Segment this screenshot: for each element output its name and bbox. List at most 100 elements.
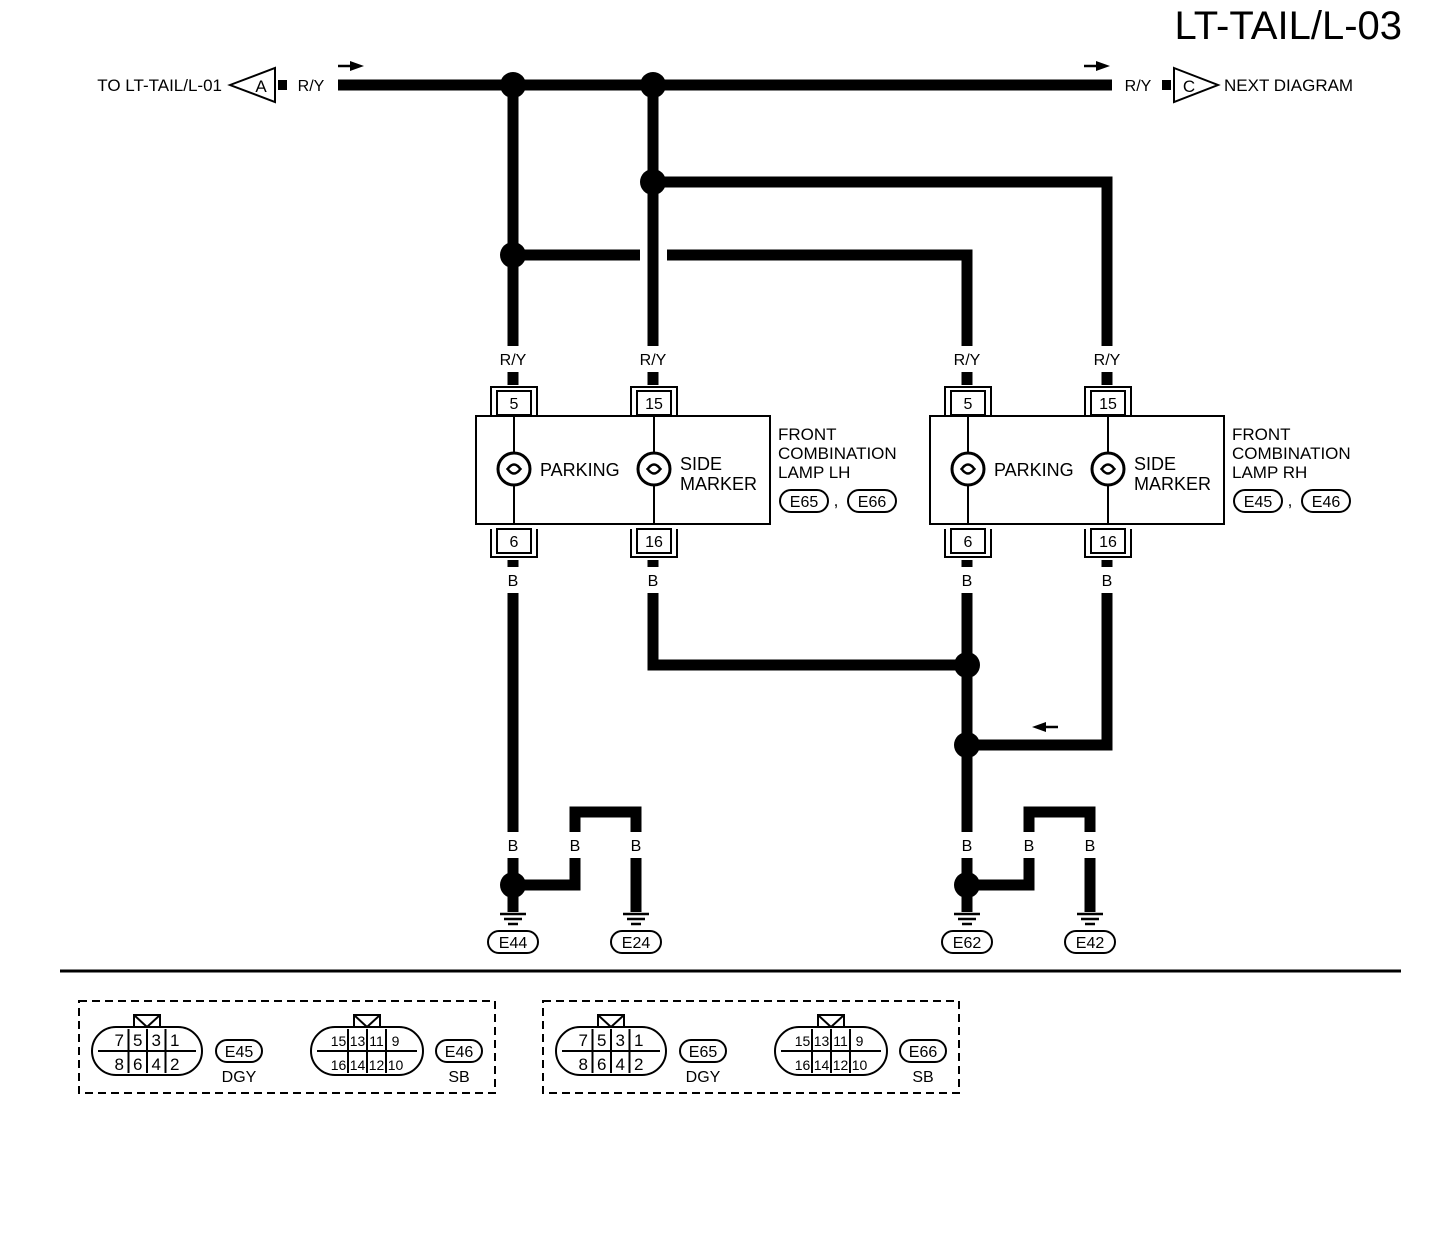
pin-number: 5 — [597, 1031, 606, 1050]
supply-wire-rh-side — [653, 176, 1113, 385]
connector-letter: A — [255, 77, 267, 96]
right-connector-text: NEXT DIAGRAM — [1224, 76, 1353, 95]
pin-number: 9 — [392, 1033, 400, 1049]
pin-box — [496, 528, 532, 554]
connector-id-badge — [435, 1039, 483, 1063]
splice-dot — [954, 652, 980, 678]
connector-key-icon — [597, 1014, 625, 1029]
connector-view-box — [78, 1000, 496, 1094]
wire-label-gap — [624, 832, 648, 858]
connector-id-label: E65 — [689, 1044, 718, 1061]
wire-color-label: B — [648, 573, 659, 590]
lamp-connector-badge — [779, 489, 829, 513]
lamp-bulb-icon — [950, 451, 986, 487]
connector-id-label: E42 — [1076, 935, 1105, 952]
pin-number: 12 — [833, 1057, 849, 1073]
connector-id-badge — [679, 1039, 727, 1063]
wire-label-gap — [1078, 832, 1102, 858]
side-marker-label: SIDE — [680, 454, 722, 474]
lamp-bulb-icon — [496, 451, 532, 487]
wire-label-gap — [641, 346, 665, 372]
connector-stub — [278, 80, 287, 90]
terminal-bracket — [944, 386, 992, 415]
connector-id-label: E66 — [909, 1044, 938, 1061]
ground-wire — [513, 806, 642, 912]
connector-key-icon — [353, 1014, 381, 1029]
connector-color-label: DGY — [686, 1069, 721, 1086]
lamp-bulb-icon — [636, 451, 672, 487]
splice-dot — [500, 242, 526, 268]
filament-icon — [1099, 463, 1117, 475]
wire-color-label: B — [1085, 838, 1096, 855]
connector-id-label: E66 — [858, 494, 887, 511]
front-combination-lamp-rh-name: FRONT — [1232, 425, 1291, 444]
wire-label-gap — [1095, 346, 1119, 372]
front-combination-lamp-lh-name: FRONT — [778, 425, 837, 444]
wire-label-gap — [955, 346, 979, 372]
filament-icon — [645, 463, 663, 475]
pin-number: 14 — [814, 1057, 830, 1073]
terminal-bracket — [1084, 529, 1132, 558]
off-page-connector-icon — [227, 66, 276, 104]
splice-dot — [954, 732, 980, 758]
wire-label-gap — [501, 832, 525, 858]
ground-point-badge — [941, 930, 993, 954]
separator: , — [834, 491, 839, 510]
diagram-title: LT-TAIL/L-03 — [1174, 4, 1403, 48]
pin-number: 16 — [331, 1057, 347, 1073]
terminal-bracket — [630, 529, 678, 558]
wire-color-label: R/Y — [640, 352, 667, 369]
pin-box — [636, 390, 672, 416]
splice-dot — [640, 72, 666, 98]
side-marker-label: MARKER — [1134, 474, 1211, 494]
front-combination-lamp-lh-name: COMBINATION — [778, 444, 897, 463]
connector-color-label: SB — [912, 1069, 933, 1086]
wire-label-gap — [1095, 567, 1119, 593]
connector-view-box — [542, 1000, 960, 1094]
pin-number: 6 — [597, 1055, 606, 1074]
connector-key-tab — [133, 1014, 161, 1028]
connector-id-label: E46 — [445, 1044, 474, 1061]
parking-lamp-label: PARKING — [994, 460, 1074, 480]
separator: , — [1288, 491, 1293, 510]
terminal-bracket — [490, 386, 538, 415]
pin-number: 6 — [964, 534, 973, 551]
front-combination-lamp-rh-name: COMBINATION — [1232, 444, 1351, 463]
supply-wire-rh-parking — [667, 249, 973, 385]
ground-wire — [967, 806, 1096, 912]
connector-key-icon — [817, 1014, 845, 1029]
wire-color-label: B — [962, 573, 973, 590]
pin-number: 5 — [133, 1031, 142, 1050]
arrow-head-icon — [1096, 61, 1110, 71]
pin-number: 16 — [645, 534, 663, 551]
pin-number: 15 — [1099, 396, 1117, 413]
wire-label-gap — [955, 567, 979, 593]
terminal-bracket — [1084, 386, 1132, 415]
pin-number: 11 — [833, 1033, 848, 1049]
pin-box — [1090, 528, 1126, 554]
ground-point-badge — [610, 930, 662, 954]
arrow-head-icon — [350, 61, 364, 71]
pin-number: 10 — [388, 1057, 404, 1073]
pin-number: 15 — [331, 1033, 347, 1049]
pin-number: 3 — [616, 1031, 625, 1050]
wire-label-gap — [955, 832, 979, 858]
pin-number: 8 — [115, 1055, 124, 1074]
terminal-bracket — [630, 386, 678, 415]
connector-letter: C — [1183, 77, 1195, 96]
terminal-bracket — [944, 529, 992, 558]
connector-color-label: DGY — [222, 1069, 257, 1086]
pin-number: 5 — [964, 396, 973, 413]
connector-key-tab — [597, 1014, 625, 1028]
pin-number: 14 — [350, 1057, 366, 1073]
pin-number: 3 — [152, 1031, 161, 1050]
splice-dot — [640, 169, 666, 195]
connector-id-label: E45 — [1244, 494, 1273, 511]
connector-id-label: E62 — [953, 935, 982, 952]
connector-key-tab — [817, 1014, 845, 1028]
connector-id-label: E65 — [790, 494, 819, 511]
wire-color-label: B — [508, 573, 519, 590]
pin-number: 2 — [634, 1055, 643, 1074]
pin-number: 13 — [350, 1033, 366, 1049]
connector-id-label: E24 — [622, 935, 651, 952]
